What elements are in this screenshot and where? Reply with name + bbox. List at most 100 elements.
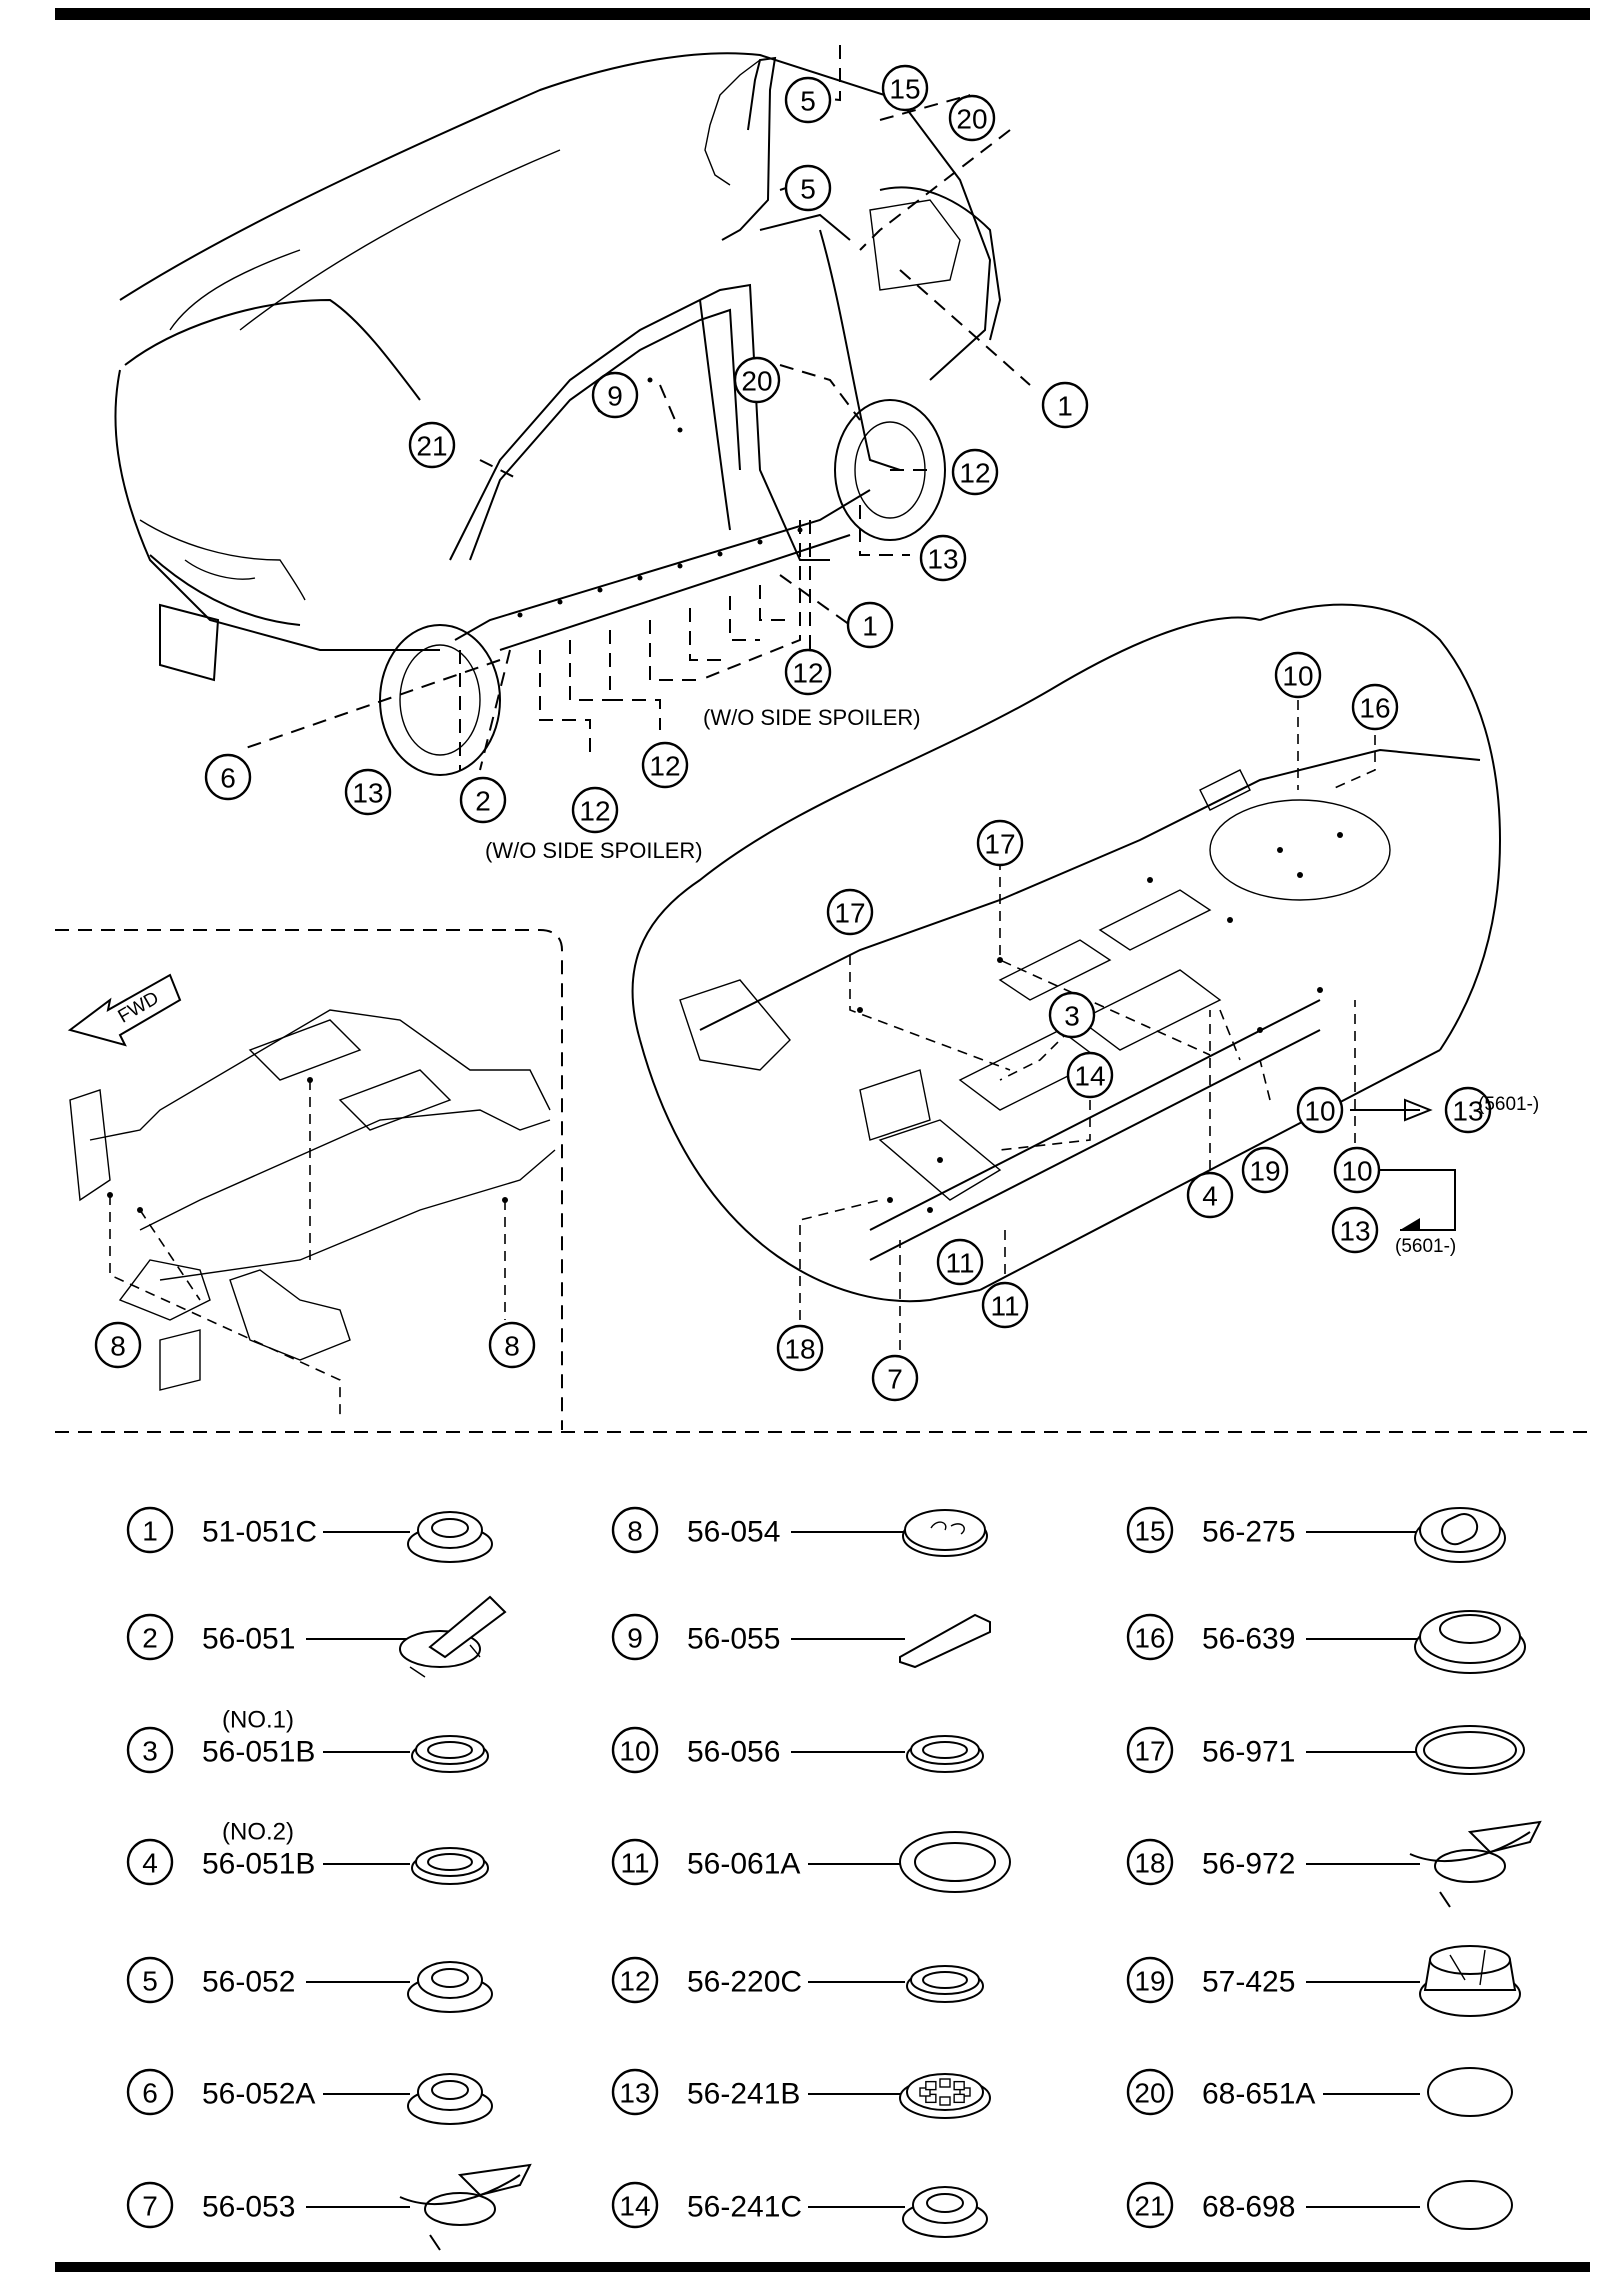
callout-car-6: 9 — [591, 371, 639, 419]
callout-number: 5 — [800, 86, 816, 117]
callout-car-9: 13 — [919, 534, 967, 582]
callout-number: 13 — [927, 544, 958, 575]
legend-item: 17 56-971 — [1126, 1725, 1525, 1775]
legend-part-number: 56-051 — [202, 1623, 295, 1656]
callout-number: 8 — [504, 1331, 520, 1362]
legend-number: 18 — [1134, 1848, 1165, 1879]
callout-number: 10 — [1341, 1156, 1372, 1187]
legend-number: 9 — [627, 1623, 643, 1654]
legend-number: 11 — [620, 1848, 649, 1879]
callout-number: 1 — [1057, 391, 1073, 422]
callout-number: 20 — [741, 366, 772, 397]
callout-car-15: 12 — [571, 786, 619, 834]
legend-item: 11 56-061A — [611, 1831, 1011, 1893]
callout-number: 13 — [1452, 1096, 1483, 1127]
legend-item: 13 56-241B — [611, 2068, 991, 2119]
legend-number: 8 — [627, 1516, 643, 1547]
oval-slot-plug-icon — [1414, 1507, 1506, 1563]
callout-inset-1: 8 — [488, 1321, 536, 1369]
callout-car-7: 21 — [408, 421, 456, 469]
callout-number: 5 — [800, 174, 816, 205]
callout-number: 20 — [956, 104, 987, 135]
callout-car-12: 6 — [204, 753, 252, 801]
callout-number: 8 — [110, 1331, 126, 1362]
callout-number: 21 — [416, 431, 447, 462]
legend-item: 4(NO.2)56-051B — [126, 1819, 489, 1886]
hooked-plug-icon — [902, 1509, 988, 1557]
legend-item: 20 68-651A — [1126, 2067, 1513, 2117]
callout-underbody-13: 11 — [981, 1281, 1029, 1329]
callout-number: 12 — [579, 796, 610, 827]
legend-part-number: 56-051B — [202, 1736, 315, 1769]
toothed-plug-icon — [899, 2073, 991, 2119]
legend-number: 16 — [1134, 1623, 1165, 1654]
legend-number: 17 — [1134, 1736, 1165, 1767]
note-wo-side-spoiler-lower: (W/O SIDE SPOILER) — [485, 838, 703, 863]
legend-number: 20 — [1134, 2078, 1165, 2109]
legend-item: 16 56-639 — [1126, 1610, 1526, 1674]
legend-number: 3 — [142, 1736, 158, 1767]
callout-car-2: 20 — [948, 94, 996, 142]
ring-grommet-icon — [906, 1735, 984, 1773]
legend-part-number: 56-241B — [687, 2078, 800, 2111]
legend-number: 19 — [1134, 1966, 1165, 1997]
legend-part-number: 56-061A — [687, 1848, 800, 1881]
callout-number: 13 — [352, 778, 383, 809]
callout-number: 19 — [1249, 1156, 1280, 1187]
oval-plug-icon — [899, 1831, 1011, 1893]
callout-number: 14 — [1074, 1061, 1105, 1092]
callout-car-1: 15 — [881, 64, 929, 112]
note-wo-side-spoiler-upper: (W/O SIDE SPOILER) — [703, 705, 921, 730]
callout-number: 12 — [792, 658, 823, 689]
callout-number: 17 — [834, 898, 865, 929]
legend-part-number: 56-220C — [687, 1966, 802, 1999]
callout-car-10: 1 — [846, 601, 894, 649]
bottom-border — [55, 2262, 1590, 2272]
callout-car-11: 12 — [784, 648, 832, 696]
callout-underbody-15: 7 — [871, 1354, 919, 1402]
callout-number: 4 — [1202, 1181, 1218, 1212]
callout-number: 10 — [1304, 1096, 1335, 1127]
legend-part-number: 56-971 — [1202, 1736, 1295, 1769]
callout-car-0: 5 — [784, 76, 832, 124]
legend-number: 5 — [142, 1966, 158, 1997]
oval-seal-icon — [1427, 2180, 1513, 2230]
callout-underbody-0: 10 — [1274, 651, 1322, 699]
ring-grommet-icon — [411, 1735, 489, 1773]
car-leader-lines — [239, 45, 1031, 771]
callout-number: 11 — [990, 1291, 1019, 1322]
callout-number: 7 — [887, 1364, 903, 1395]
legend-part-number: 56-639 — [1202, 1623, 1295, 1656]
tape-patch-icon — [899, 1613, 991, 1669]
legend-part-number: 56-241C — [687, 2191, 802, 2224]
callout-number: 12 — [649, 751, 680, 782]
legend-part-number: 56-054 — [687, 1516, 780, 1549]
callout-car-4: 20 — [733, 356, 781, 404]
legend-item: 14 56-241C — [611, 2181, 988, 2238]
grommet-stepped-icon — [902, 2186, 988, 2238]
legend-part-number: 68-651A — [1202, 2078, 1315, 2111]
callout-underbody-9: 4 — [1186, 1171, 1234, 1219]
grommet-stepped-icon — [407, 2073, 493, 2125]
callout-inset-0: 8 — [94, 1321, 142, 1369]
callout-underbody-6: 10 — [1296, 1086, 1344, 1134]
legend-number: 14 — [619, 2191, 650, 2222]
callout-number: 11 — [945, 1248, 974, 1279]
note-serial-range-2: (5601-) — [1395, 1236, 1456, 1257]
cable-clip-icon — [1409, 1820, 1542, 1908]
legend-variant: (NO.2) — [222, 1819, 294, 1846]
legend-number: 13 — [619, 2078, 650, 2109]
legend-variant: (NO.1) — [222, 1707, 294, 1734]
callout-number: 13 — [1339, 1216, 1370, 1247]
ring-grommet-icon — [906, 1965, 984, 2003]
callout-underbody-8: 19 — [1241, 1146, 1289, 1194]
